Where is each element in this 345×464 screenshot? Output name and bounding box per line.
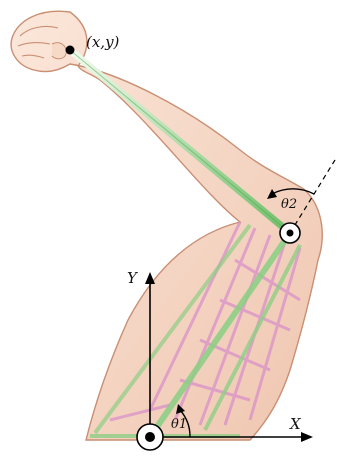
elbow-joint-inner [287,230,294,237]
forearm-link-edge [70,50,290,233]
y-axis-arrow [145,272,155,284]
y-axis-label: Y [127,269,139,287]
x-axis-arrow [301,432,313,442]
thumb [52,43,66,59]
theta1-label: θ1 [171,417,187,432]
x-axis-label: X [289,415,302,433]
end-effector-dot [66,46,75,55]
theta2-label: θ2 [281,197,297,212]
end-effector-label: (x,y) [86,33,120,51]
shoulder-joint-inner [145,432,155,442]
